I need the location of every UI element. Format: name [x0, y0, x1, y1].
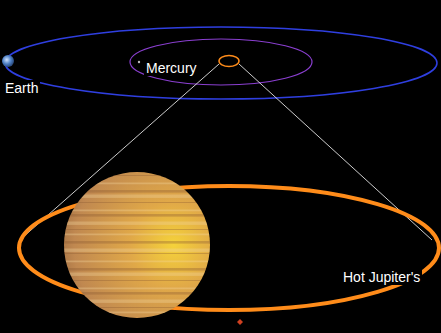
planet-label: Mercury	[144, 60, 199, 76]
band-stroke	[60, 229, 220, 230]
band-stroke	[60, 280, 220, 281]
band-stroke	[60, 241, 220, 244]
hot-jupiter-orbit-small	[219, 56, 239, 67]
band-stroke	[60, 175, 220, 176]
band-stroke	[60, 307, 220, 308]
band-stroke	[60, 261, 220, 263]
mercury-dot	[138, 61, 140, 63]
band-stroke	[60, 195, 220, 198]
band-stroke	[60, 202, 220, 203]
band-stroke	[60, 288, 220, 290]
band-stroke	[60, 300, 220, 303]
earth-orbit	[5, 27, 437, 99]
band-stroke	[60, 268, 220, 271]
marker-diamond	[237, 319, 243, 325]
planet-label: Hot Jupiter's	[341, 269, 422, 285]
band-stroke	[60, 222, 220, 225]
band-stroke	[60, 190, 220, 193]
jupiter-bands	[60, 175, 220, 313]
band-stroke	[60, 214, 220, 217]
planet-label: Earth	[3, 80, 40, 96]
band-stroke	[60, 292, 220, 295]
mercury-orbit	[130, 39, 312, 85]
earth-globe	[2, 55, 14, 67]
jupiter-planet	[64, 172, 210, 318]
band-stroke	[60, 253, 220, 254]
band-stroke	[60, 249, 220, 252]
band-stroke	[60, 273, 220, 276]
band-stroke	[60, 234, 220, 236]
band-stroke	[60, 210, 220, 212]
band-stroke	[60, 183, 220, 185]
band-stroke	[60, 312, 220, 314]
